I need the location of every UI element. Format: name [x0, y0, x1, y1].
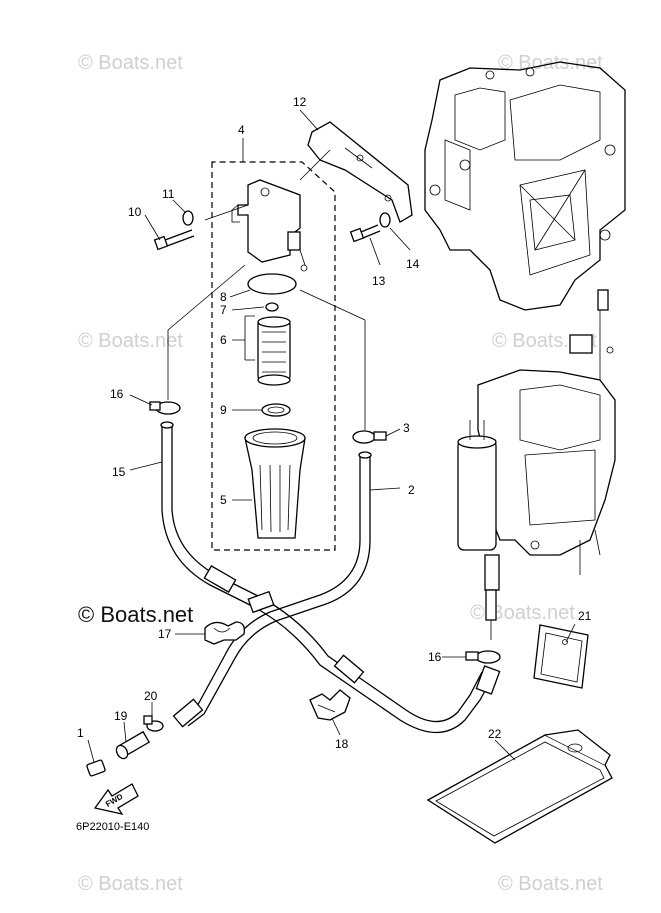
callout-20: 20	[144, 689, 158, 703]
callout-14: 14	[406, 257, 420, 271]
washer-14	[379, 212, 391, 228]
hose-clip-3	[352, 430, 387, 444]
callout-11: 11	[162, 187, 175, 201]
filter-head	[231, 179, 308, 272]
leader-lines	[87, 109, 576, 763]
callout-18: 18	[335, 737, 349, 751]
seal-ring	[261, 403, 291, 417]
filter-cup	[244, 428, 306, 539]
fuel-filter-assembly-box	[211, 161, 336, 551]
fwd-arrow: FWD	[93, 783, 139, 815]
callout-9: 9	[220, 403, 227, 417]
engine-block-upper	[424, 61, 626, 311]
callout-2: 2	[408, 483, 415, 497]
washer-11	[182, 210, 194, 226]
diagram-code: 6P22010-E140	[76, 821, 150, 833]
callout-8: 8	[220, 290, 227, 304]
filter-element	[257, 316, 291, 386]
watermark-bottom-right: © Boats.net	[498, 873, 603, 895]
watermark-top-left: © Boats.net	[78, 52, 183, 74]
cover-sheet-22	[426, 729, 613, 844]
watermark-mid-left: © Boats.net	[78, 330, 183, 352]
plug-1	[86, 759, 106, 777]
callout-7: 7	[220, 303, 227, 317]
callout-21: 21	[578, 609, 592, 623]
fuel-hose-15	[161, 425, 493, 733]
callout-13: 13	[372, 274, 386, 288]
fuel-hose-2	[179, 455, 361, 719]
callout-1: 1	[77, 726, 84, 740]
callout-3: 3	[403, 421, 410, 435]
hose-holder-17	[204, 621, 245, 645]
hose-holder-18	[309, 689, 351, 721]
callout-15: 15	[112, 465, 126, 479]
filter-bracket	[307, 121, 413, 223]
bolt-13	[349, 224, 381, 243]
callout-12: 12	[293, 95, 307, 109]
clip-20	[143, 715, 164, 732]
hose-clip-16-lower	[465, 650, 501, 664]
callout-16-upper: 16	[110, 387, 124, 401]
callout-10: 10	[128, 205, 142, 219]
callout-17: 17	[158, 627, 172, 641]
callout-5: 5	[220, 493, 227, 507]
watermark-center-dark: © Boats.net	[78, 602, 194, 627]
callout-4: 4	[238, 123, 245, 137]
hose-end-left	[160, 421, 174, 429]
joint-19	[115, 730, 151, 760]
o-ring	[247, 273, 297, 295]
vapor-separator	[457, 289, 616, 640]
callout-19: 19	[114, 709, 128, 723]
label-21	[533, 624, 589, 689]
hose-clip-16-upper	[149, 401, 181, 415]
small-ring	[265, 302, 279, 312]
callout-22: 22	[488, 727, 502, 741]
callout-16-lower: 16	[428, 650, 442, 664]
callout-numbers: 1 2 3 4 5 6 7 8 9 10 11 12 13 14 15 16 1…	[77, 95, 592, 751]
bolt-10	[153, 229, 195, 251]
hose-end-right	[358, 451, 372, 459]
callout-6: 6	[220, 333, 227, 347]
watermark-bottom-left: © Boats.net	[78, 873, 183, 895]
